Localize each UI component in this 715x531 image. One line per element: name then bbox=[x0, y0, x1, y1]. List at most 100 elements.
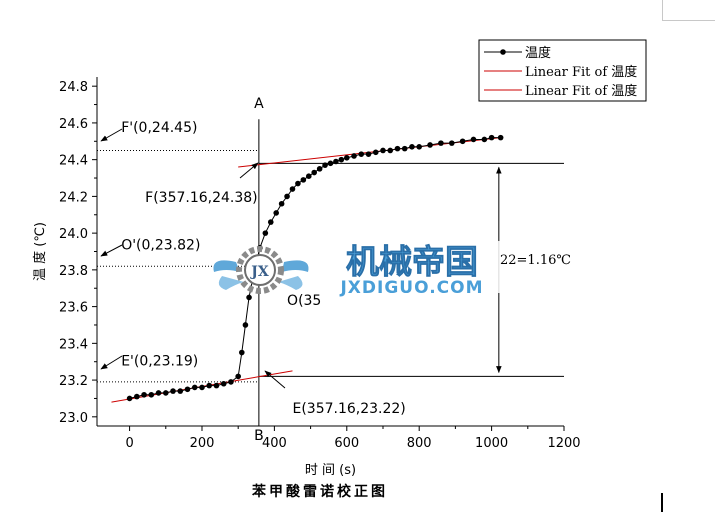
page-corner-mark bbox=[662, 0, 715, 21]
data-point bbox=[427, 142, 433, 148]
data-point bbox=[409, 144, 415, 150]
figure-caption: 苯甲酸雷诺校正图 bbox=[252, 484, 388, 500]
data-point bbox=[488, 134, 495, 141]
x-tick-label: 200 bbox=[190, 436, 215, 451]
x-axis-label: 时 间 (s) bbox=[305, 463, 356, 478]
y-tick-label: 23.8 bbox=[59, 264, 88, 279]
x-tick-label: 1000 bbox=[475, 436, 508, 451]
annotation-arrow bbox=[264, 370, 286, 389]
data-point bbox=[481, 136, 488, 143]
data-point bbox=[351, 153, 357, 159]
annotation-e-prime: E'(0,23.19) bbox=[121, 353, 198, 369]
legend-entry-label: 温度 bbox=[525, 45, 551, 61]
data-point bbox=[184, 386, 191, 393]
watermark-domain-text: JXDIGUO.COM bbox=[339, 278, 483, 298]
data-point bbox=[213, 382, 220, 389]
legend-swatch-marker bbox=[500, 49, 506, 55]
data-point bbox=[365, 151, 372, 157]
data-point bbox=[289, 186, 296, 192]
data-point bbox=[155, 390, 162, 396]
legend-entry-label: Linear Fit of 温度 bbox=[525, 83, 637, 99]
annotation-arrow bbox=[100, 128, 123, 142]
y-tick-label: 23.2 bbox=[59, 374, 88, 389]
data-point bbox=[322, 162, 328, 168]
y-axis-label: 温 度 (℃) bbox=[32, 222, 48, 281]
watermark-right-wing bbox=[282, 260, 309, 272]
data-point bbox=[401, 145, 408, 152]
watermark-backdrop bbox=[318, 241, 500, 293]
data-point bbox=[459, 138, 466, 145]
data-point bbox=[246, 294, 252, 301]
annotation-e: E(357.16,23.22) bbox=[292, 401, 405, 417]
annotation-arrow bbox=[239, 162, 259, 179]
watermark-right-wing-2 bbox=[278, 276, 303, 290]
y-tick-label: 23.6 bbox=[59, 301, 88, 316]
data-point bbox=[327, 160, 334, 167]
data-point bbox=[228, 379, 234, 385]
data-point bbox=[438, 140, 444, 146]
y-tick-label: 23.0 bbox=[59, 411, 88, 426]
watermark-left-wing-2 bbox=[218, 276, 244, 290]
watermark-left-wing bbox=[213, 260, 240, 272]
label-b: B bbox=[254, 428, 264, 444]
annotation-f-prime: F'(0,24.45) bbox=[121, 120, 197, 136]
x-tick-label: 0 bbox=[125, 436, 133, 451]
data-point bbox=[343, 155, 350, 161]
legend: 温度 Linear Fit of 温度 Linear Fit of 温度 bbox=[478, 39, 647, 102]
label-a: A bbox=[254, 96, 264, 112]
x-tick-label: 1200 bbox=[547, 436, 580, 451]
legend-entry-label: Linear Fit of 温度 bbox=[525, 64, 637, 80]
data-point bbox=[170, 388, 176, 394]
data-point bbox=[305, 173, 312, 179]
annotation-arrow bbox=[100, 355, 123, 370]
data-point bbox=[470, 136, 477, 143]
data-point bbox=[267, 219, 274, 225]
data-point bbox=[284, 193, 290, 200]
data-point bbox=[262, 230, 269, 236]
data-point bbox=[387, 147, 394, 154]
text-cursor bbox=[661, 493, 663, 512]
data-point bbox=[199, 384, 205, 391]
data-point bbox=[126, 395, 133, 402]
data-point bbox=[394, 145, 401, 152]
data-point bbox=[448, 140, 455, 146]
y-tick-label: 24.8 bbox=[59, 80, 88, 95]
data-point bbox=[235, 373, 241, 380]
data-point bbox=[273, 210, 279, 216]
watermark-gear-icon bbox=[236, 246, 284, 294]
data-point bbox=[497, 134, 504, 141]
data-point bbox=[338, 156, 345, 163]
y-tick-label: 24.0 bbox=[59, 227, 88, 242]
data-point bbox=[358, 151, 365, 157]
y-tick-label: 23.4 bbox=[59, 337, 88, 352]
data-point bbox=[416, 144, 422, 150]
data-point bbox=[239, 349, 245, 356]
data-point bbox=[316, 166, 323, 172]
annotation-arrow bbox=[100, 244, 123, 257]
data-point bbox=[141, 391, 147, 398]
data-point bbox=[372, 149, 379, 156]
x-tick-label: 600 bbox=[334, 436, 359, 451]
data-point bbox=[311, 169, 318, 176]
y-tick-label: 24.4 bbox=[59, 154, 88, 169]
data-point bbox=[380, 147, 386, 154]
data-point bbox=[191, 384, 198, 391]
y-tick-label: 24.6 bbox=[59, 117, 88, 132]
data-point bbox=[206, 382, 213, 389]
data-point bbox=[278, 200, 285, 207]
x-tick-label: 800 bbox=[407, 436, 432, 451]
data-point bbox=[295, 180, 301, 187]
delta-label: 22=1.16℃ bbox=[500, 253, 571, 268]
watermark-badge-text: JX bbox=[249, 264, 269, 280]
data-point bbox=[162, 390, 169, 396]
watermark-gear-hub bbox=[244, 254, 276, 286]
data-point bbox=[148, 391, 155, 398]
y-tick-label: 24.2 bbox=[59, 190, 88, 205]
annotation-o: O(35 bbox=[287, 293, 321, 309]
annotation-f: F(357.16,24.38) bbox=[145, 190, 258, 206]
data-point bbox=[134, 393, 140, 400]
watermark-chinese-text: 机械帝国 bbox=[346, 242, 478, 281]
data-point bbox=[220, 380, 227, 387]
